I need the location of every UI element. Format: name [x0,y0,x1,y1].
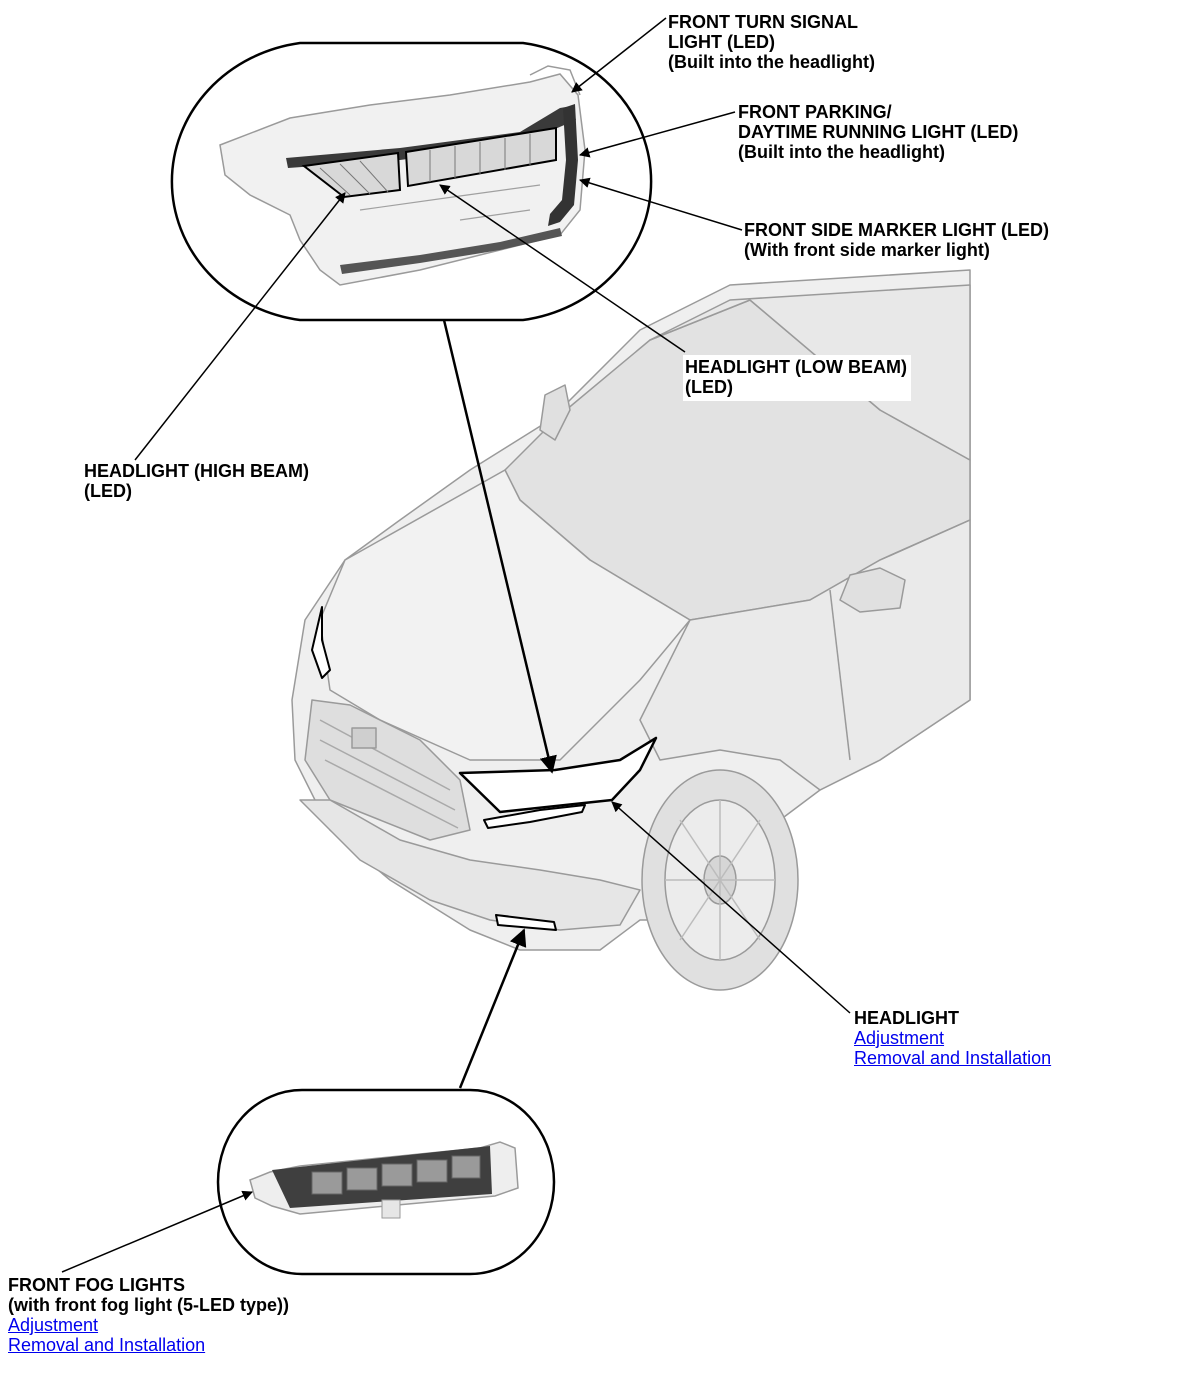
headlight-removal-installation-link[interactable]: Removal and Installation [854,1048,1052,1068]
label-front-fog-lights-line2: (with front fog light (5-LED type)) [8,1295,289,1315]
label-front-parking-drl-line3: (Built into the headlight) [738,142,945,162]
label-front-turn-signal-line3: (Built into the headlight) [668,52,875,72]
label-front-fog-lights: FRONT FOG LIGHTS (with front fog light (… [8,1275,289,1355]
label-front-fog-lights-line1: FRONT FOG LIGHTS [8,1275,185,1295]
label-front-parking-drl-line2: DAYTIME RUNNING LIGHT (LED) [738,122,1019,142]
label-headlight-high-beam-line2: (LED) [84,481,132,501]
label-headlight-low-beam-line1: HEADLIGHT (LOW BEAM) [685,357,907,377]
leader-fog-callout-to-car [458,928,527,1089]
label-front-turn-signal-line2: LIGHT (LED) [668,32,775,52]
headlight-detail-callout [170,41,653,322]
label-front-turn-signal: FRONT TURN SIGNAL LIGHT (LED) (Built int… [668,12,875,72]
fog-removal-installation-link[interactable]: Removal and Installation [8,1335,206,1355]
leader-headlight [611,801,851,1014]
label-front-side-marker-line1: FRONT SIDE MARKER LIGHT (LED) [744,220,1049,240]
label-front-side-marker: FRONT SIDE MARKER LIGHT (LED) (With fron… [744,220,1049,260]
label-headlight-low-beam: HEADLIGHT (LOW BEAM) (LED) [683,355,911,401]
label-headlight-high-beam: HEADLIGHT (HIGH BEAM) (LED) [84,461,309,501]
car-illustration [291,269,971,991]
label-front-parking-drl: FRONT PARKING/ DAYTIME RUNNING LIGHT (LE… [738,102,1018,162]
headlight-assembly-detail [219,65,586,286]
label-front-parking-drl-line1: FRONT PARKING/ [738,102,892,122]
label-front-turn-signal-line1: FRONT TURN SIGNAL [668,12,858,32]
leader-parking-drl [578,111,736,158]
label-headlight-high-beam-line1: HEADLIGHT (HIGH BEAM) [84,461,309,481]
headlight-adjustment-link[interactable]: Adjustment [854,1028,945,1048]
leader-callout-to-car [442,319,557,774]
leader-lines [61,17,851,1273]
label-headlight-low-beam-line2: (LED) [685,377,733,397]
leader-high-beam [134,192,346,461]
fog-adjustment-link[interactable]: Adjustment [8,1315,99,1335]
label-headlight: HEADLIGHT Adjustment Removal and Install… [854,1008,1051,1068]
leader-side-marker [578,177,743,231]
label-headlight-title: HEADLIGHT [854,1008,959,1028]
label-front-side-marker-line2: (With front side marker light) [744,240,990,260]
fog-light-assembly-detail [249,1141,519,1219]
leader-turn-signal [571,17,667,93]
leader-fog [61,1190,253,1273]
leader-low-beam [439,184,686,353]
fog-light-detail-callout [216,1088,556,1276]
